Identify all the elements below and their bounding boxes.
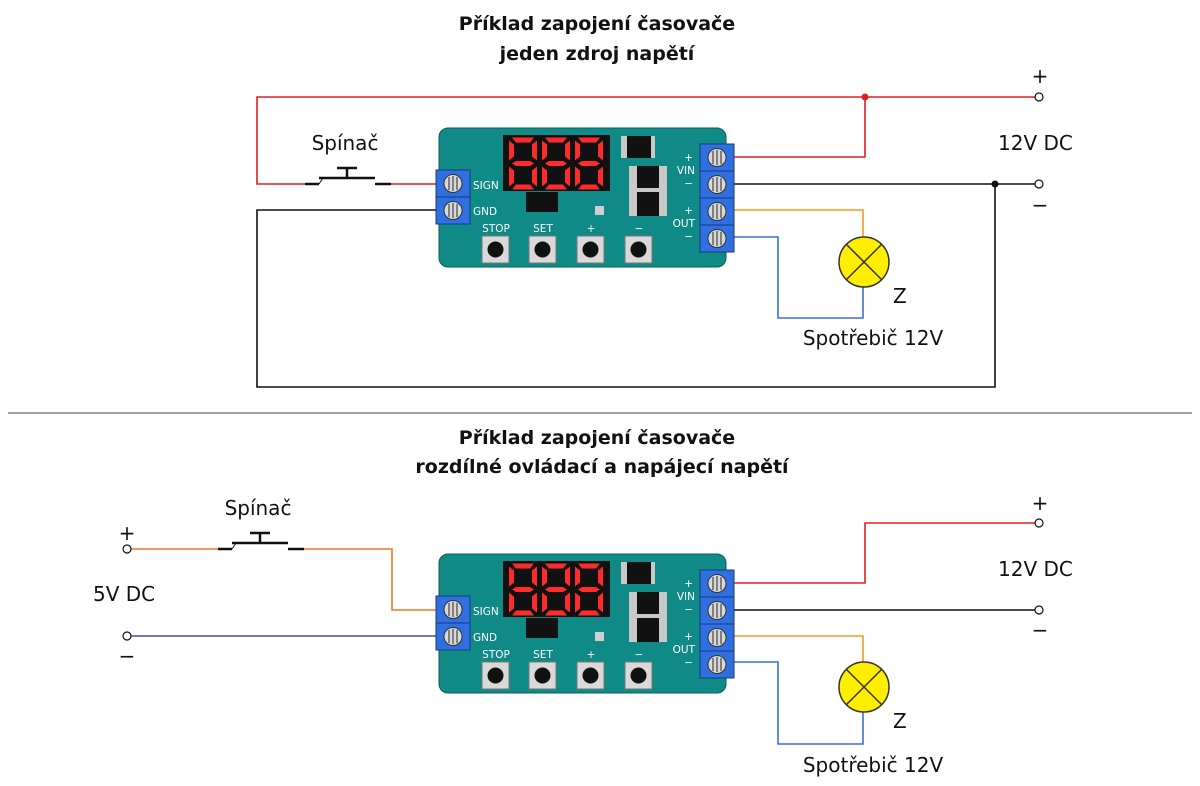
- top-btn-label-plus: +: [587, 223, 596, 235]
- top-wire-orange-out: [733, 209, 864, 238]
- top-btn-label-stop: STOP: [482, 223, 510, 235]
- top-wire-red-supply: [256, 96, 1035, 185]
- top-switch-label: Spínač: [312, 131, 379, 155]
- bottom-switch-symbol: [216, 531, 306, 551]
- bottom-terminal-out-plus: [699, 623, 735, 652]
- bottom-control-minus-terminal: [122, 631, 132, 641]
- bottom-btn-label-minus: −: [635, 649, 644, 661]
- top-title-line2: jeden zdroj napětí: [499, 43, 696, 65]
- top-junction-red: [861, 93, 869, 101]
- bottom-terminal-vin-plus: [699, 569, 735, 598]
- bottom-terminal-vin-minus: [699, 596, 735, 625]
- top-junction-black: [991, 180, 999, 188]
- top-pin-out-plus: +: [684, 205, 693, 217]
- bottom-wire-orange-out: [733, 635, 864, 663]
- top-wire-blue-out: [733, 236, 864, 319]
- bottom-control-label: 5V DC: [93, 582, 155, 606]
- top-title-line1: Příklad zapojení časovače: [459, 13, 735, 35]
- top-supply-minus-terminal: [1034, 179, 1044, 189]
- top-display: [503, 135, 610, 191]
- top-lamp: [838, 236, 890, 288]
- top-terminal-vin-minus: [699, 170, 735, 199]
- bottom-pin-vin: VIN: [677, 591, 695, 603]
- top-wires: [256, 93, 1035, 388]
- bottom-switch-label: Spínač: [225, 496, 292, 520]
- top-led: [595, 206, 604, 215]
- bottom-wire-control-plus-right: [298, 548, 436, 611]
- top-supply-plus-sign: +: [1032, 64, 1049, 88]
- bottom-wire-red-vin: [733, 522, 1035, 584]
- top-wire-red-vin: [733, 97, 866, 158]
- top-pin-out-minus: −: [684, 231, 693, 243]
- bottom-lamp: [838, 661, 890, 713]
- bottom-supply-plus-terminal: [1034, 518, 1044, 528]
- bottom-lamp-label: Z: [893, 709, 907, 733]
- top-load-label: Spotřebič 12V: [803, 326, 944, 350]
- bottom-supply-minus-terminal: [1034, 605, 1044, 615]
- bottom-btn-minus: [624, 661, 653, 690]
- bottom-pin-out-plus: +: [684, 631, 693, 643]
- top-terminal-out-plus: [699, 197, 735, 226]
- bottom-btn-label-set: SET: [533, 649, 553, 661]
- bottom-load-label: Spotřebič 12V: [803, 753, 944, 777]
- bottom-pin-out-minus: −: [684, 657, 693, 669]
- top-supply-plus-terminal: [1034, 92, 1044, 102]
- bottom-control-plus-sign: +: [119, 521, 136, 545]
- top-lamp-label: Z: [893, 284, 907, 308]
- top-btn-stop: [481, 235, 510, 264]
- top-timer-board: SIGN GND + VIN − + OUT − STOP SET + −: [435, 127, 735, 268]
- top-btn-label-minus: −: [635, 223, 644, 235]
- bottom-pin-gnd: GND: [473, 632, 497, 644]
- top-supply-label: 12V DC: [998, 131, 1073, 155]
- top-pin-vin: VIN: [677, 165, 695, 177]
- top-btn-set: [528, 235, 557, 264]
- bottom-btn-stop: [481, 661, 510, 690]
- bottom-display: [503, 561, 610, 617]
- bottom-supply-plus-sign: +: [1032, 491, 1049, 515]
- bottom-terminal-out-minus: [699, 650, 735, 679]
- top-terminal-gnd: [435, 196, 471, 225]
- top-pin-gnd: GND: [473, 206, 497, 218]
- bottom-pin-out: OUT: [673, 644, 696, 656]
- bottom-btn-label-stop: STOP: [482, 649, 510, 661]
- bottom-title-line2: rozdílné ovládací a napájecí napětí: [415, 456, 790, 478]
- bottom-pin-vin-plus: +: [684, 578, 693, 590]
- bottom-terminal-sign: [435, 595, 471, 624]
- top-pin-out: OUT: [673, 218, 696, 230]
- bottom-btn-label-plus: +: [587, 649, 596, 661]
- top-pin-vin-minus: −: [684, 178, 693, 190]
- bottom-pin-sign: SIGN: [473, 606, 499, 618]
- top-terminal-vin-plus: [699, 143, 735, 172]
- top-pin-vin-plus: +: [684, 152, 693, 164]
- bottom-supply-minus-sign: −: [1032, 618, 1049, 642]
- bottom-timer-board: SIGN GND + VIN − + OUT − STOP SET + −: [435, 553, 735, 694]
- bottom-chip-diode: [526, 618, 558, 638]
- bottom-control-minus-sign: −: [119, 644, 136, 668]
- top-terminal-out-minus: [699, 224, 735, 253]
- bottom-led: [595, 632, 604, 641]
- bottom-wires: [131, 522, 1035, 745]
- bottom-pin-vin-minus: −: [684, 604, 693, 616]
- bottom-supply-label: 12V DC: [998, 557, 1073, 581]
- top-wire-black-gnd: [256, 184, 996, 388]
- bottom-control-plus-terminal: [122, 544, 132, 554]
- bottom-diagram: Příklad zapojení časovače rozdílné ovlád…: [93, 427, 1073, 777]
- bottom-btn-set: [528, 661, 557, 690]
- bottom-wire-blue-out: [733, 661, 864, 745]
- top-diagram: Příklad zapojení časovače jeden zdroj na…: [256, 13, 1073, 388]
- bottom-btn-plus: [576, 661, 605, 690]
- top-terminal-sign: [435, 169, 471, 198]
- bottom-title-line1: Příklad zapojení časovače: [459, 427, 735, 449]
- top-btn-label-set: SET: [533, 223, 553, 235]
- top-pin-sign: SIGN: [473, 180, 499, 192]
- top-supply-minus-sign: −: [1032, 193, 1049, 217]
- top-btn-plus: [576, 235, 605, 264]
- bottom-terminal-gnd: [435, 622, 471, 651]
- top-chip-diode: [526, 192, 558, 212]
- top-btn-minus: [624, 235, 653, 264]
- top-switch-symbol: [303, 166, 393, 186]
